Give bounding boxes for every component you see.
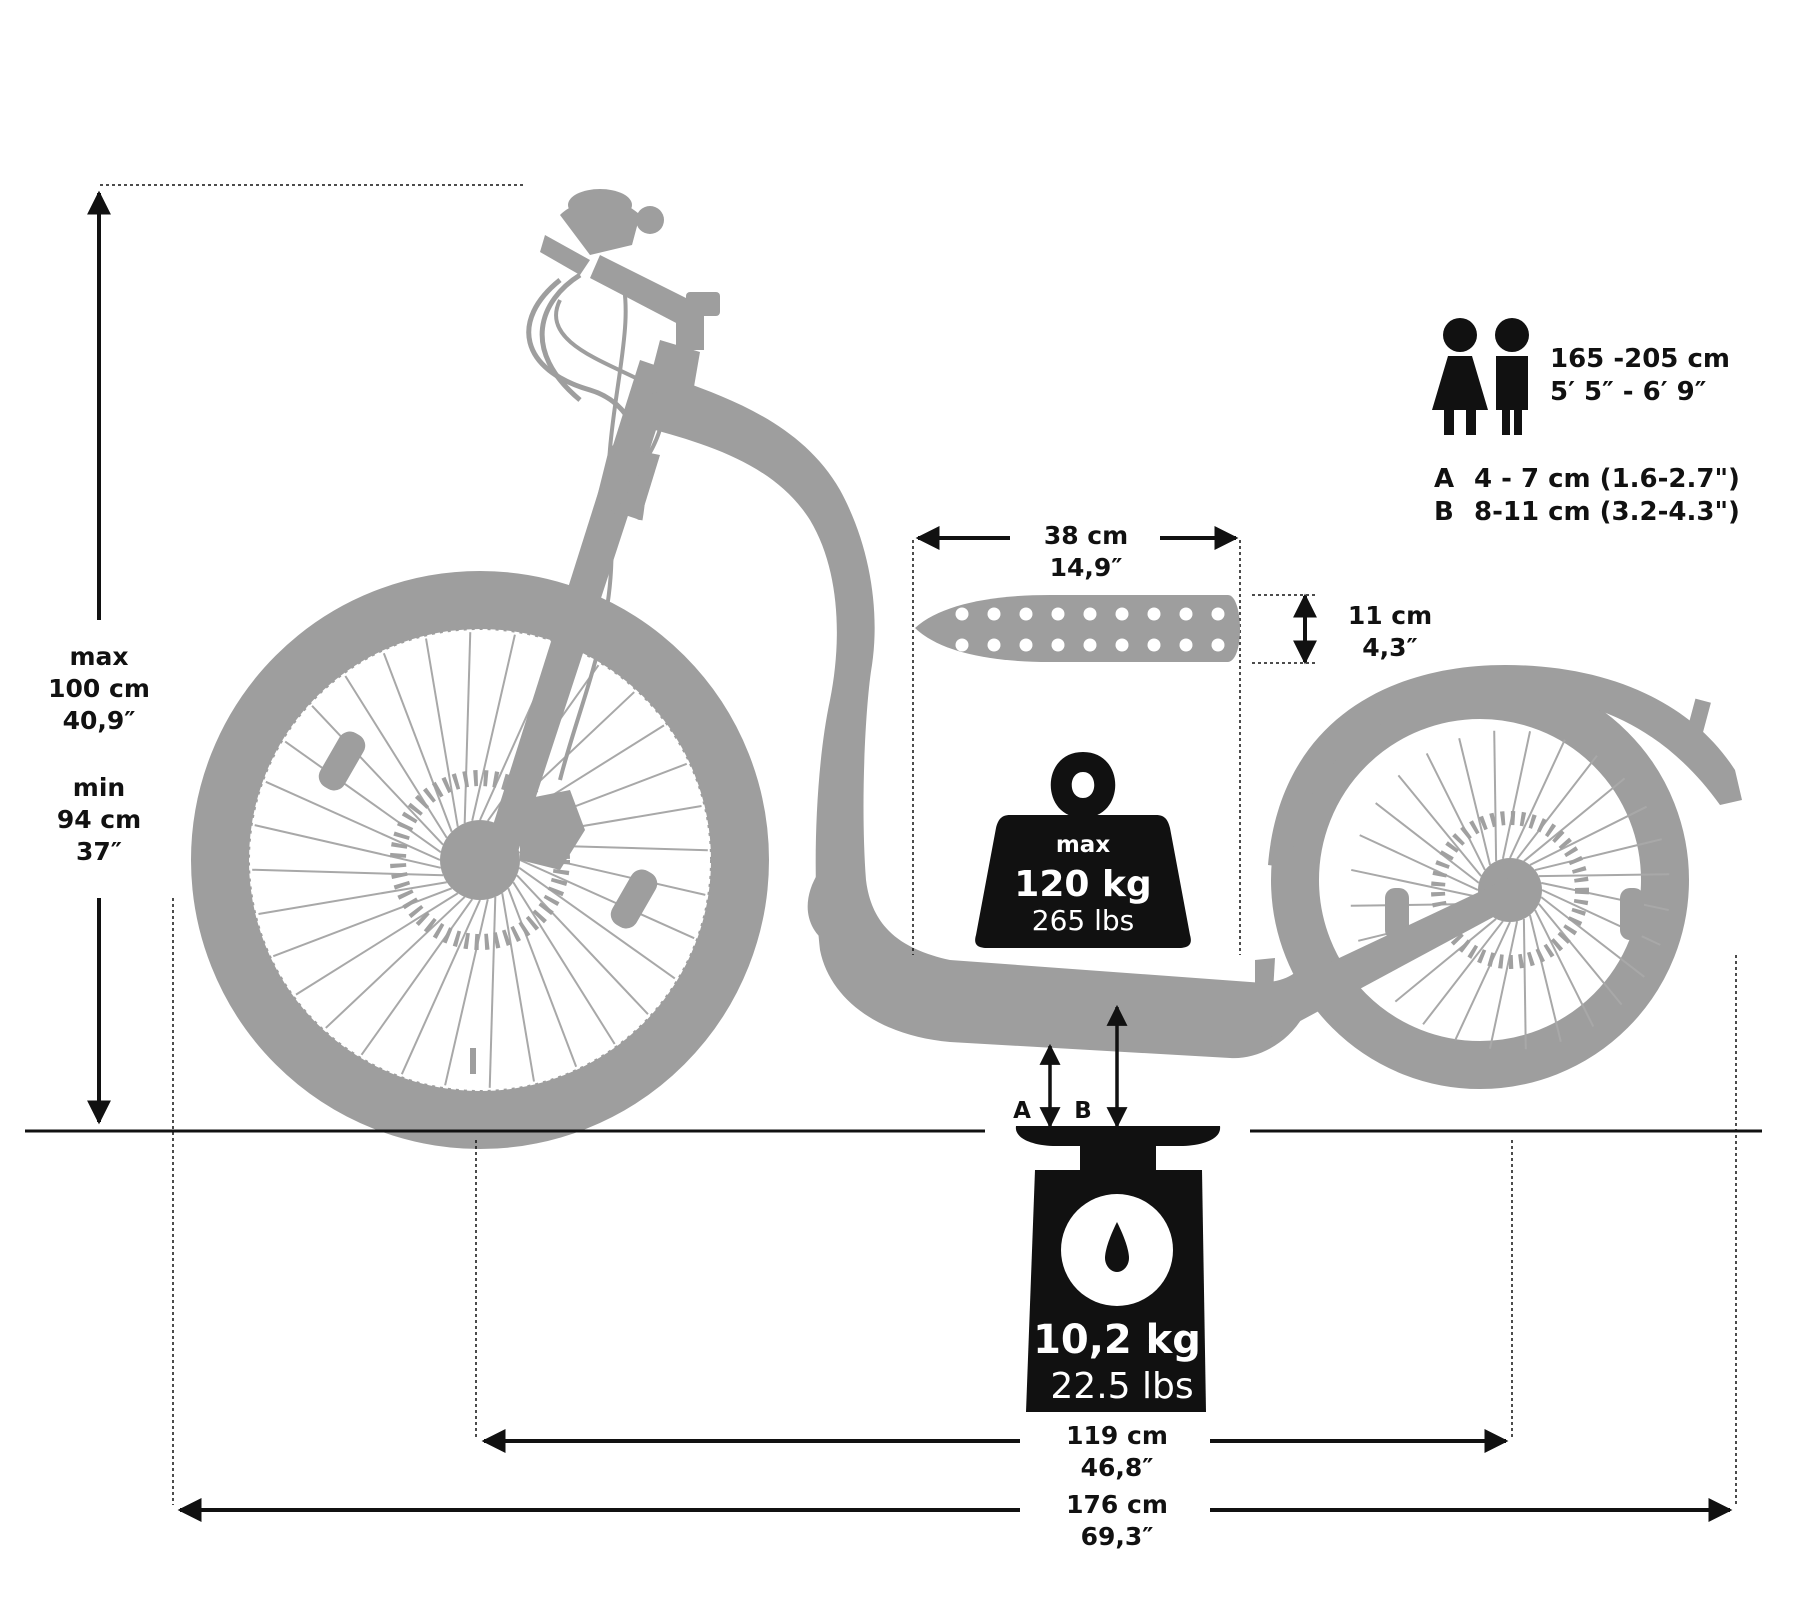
max-load-label: max [1056,832,1110,858]
legend-a-letter: A [1434,464,1454,494]
height-max-in: 40,9″ [63,706,136,735]
total-length-cm: 176 cm [1066,1490,1168,1519]
wheelbase-in: 46,8″ [1081,1453,1154,1482]
clearance-legend: A 4 - 7 cm (1.6-2.7") B 8-11 cm (3.2-4.3… [1434,464,1740,527]
own-weight-kg: 10,2 kg [1033,1317,1201,1363]
ground-marker-b: B [1074,1098,1092,1124]
deck-width-cm: 11 cm [1348,601,1432,630]
ground-clearance-arrows: A B [1013,1004,1128,1129]
scale-icon [1015,1126,1221,1412]
height-min-label: min [73,773,125,802]
rider-height-cm: 165 -205 cm [1550,344,1730,374]
height-min-in: 37″ [76,837,122,866]
ground-marker-a: A [1013,1098,1031,1124]
height-max-cm: 100 cm [48,674,150,703]
height-dimension: max 100 cm 40,9″ min 94 cm 37″ [48,184,525,1125]
legend-a-text: 4 - 7 cm (1.6-2.7") [1474,464,1740,494]
height-min-cm: 94 cm [57,805,141,834]
legend-b-letter: B [1434,497,1454,527]
total-length-dimension: 176 cm 69,3″ [172,898,1737,1551]
scooter-silhouette [191,189,1742,1149]
deck-length-in: 14,9″ [1050,553,1123,582]
wheelbase-dimension: 119 cm 46,8″ [475,1140,1513,1482]
rider-height-ft: 5′ 5″ - 6′ 9″ [1550,377,1706,407]
weight-icon [975,752,1191,948]
wheelbase-cm: 119 cm [1066,1421,1168,1450]
legend-b-text: 8-11 cm (3.2-4.3") [1474,497,1740,527]
max-load-kg: 120 kg [1014,864,1151,905]
own-weight-lbs: 22.5 lbs [1050,1366,1193,1407]
deck-width-in: 4,3″ [1362,633,1417,662]
max-load-lbs: 265 lbs [1032,904,1134,937]
rider-couple-icon [1432,318,1529,435]
deck-length-cm: 38 cm [1044,521,1128,550]
total-length-in: 69,3″ [1081,1522,1154,1551]
fork-and-handlebar [482,189,720,870]
deck-dimension: 38 cm 14,9″ 11 cm 4,3″ [912,521,1432,955]
rear-wheel [1268,665,1742,1089]
frame [648,375,1525,1059]
deck-grip-pad [915,595,1241,662]
front-wheel [191,571,769,1149]
height-max-label: max [69,642,128,671]
